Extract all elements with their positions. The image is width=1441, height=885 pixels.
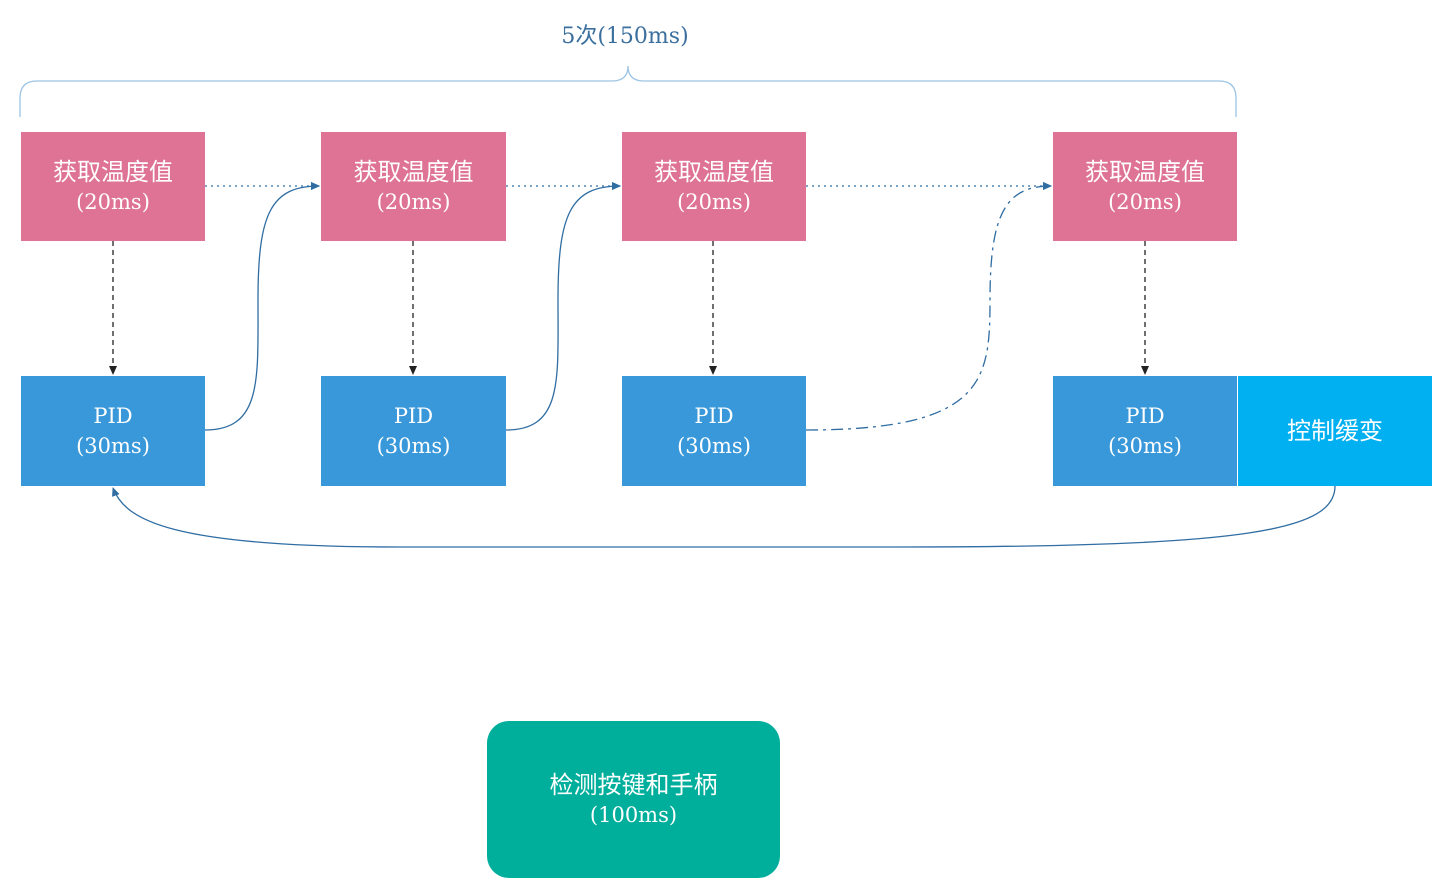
pid-node-1-time: (30ms)	[76, 434, 150, 458]
control-ramp-title: 控制缓变	[1287, 417, 1383, 445]
pid-node-2-time: (30ms)	[376, 434, 451, 458]
curve-pid3-temp4	[805, 182, 1052, 431]
curve-pid1-temp2	[204, 182, 320, 431]
temp-node-1-time: (20ms)	[76, 189, 150, 214]
temp-node-4-title: 获取温度值	[1085, 157, 1205, 186]
pid-node-2[interactable]: PID (30ms)	[321, 376, 506, 486]
temp-node-3-time: (20ms)	[677, 189, 751, 214]
pid-node-1-title: PID	[93, 404, 133, 428]
key-detect-title: 检测按键和手柄	[549, 770, 718, 799]
pid-node-4-title: PID	[1125, 404, 1165, 428]
temp-node-3-title: 获取温度值	[654, 157, 774, 186]
temp-node-2-time: (20ms)	[376, 189, 451, 214]
brace-150ms	[19, 65, 1237, 117]
temp-node-3[interactable]: 获取温度值 (20ms)	[622, 132, 806, 241]
temp-node-1[interactable]: 获取温度值 (20ms)	[21, 132, 205, 241]
key-detect-time: (100ms)	[589, 802, 678, 827]
curve-pid2-temp3	[505, 182, 621, 431]
pid-node-3[interactable]: PID (30ms)	[622, 376, 806, 486]
temp-node-1-title: 获取温度值	[53, 157, 173, 186]
pid-node-1[interactable]: PID (30ms)	[21, 376, 205, 486]
pid-node-3-title: PID	[694, 404, 734, 428]
temp-node-4[interactable]: 获取温度值 (20ms)	[1053, 132, 1237, 241]
brace-label: 5次(150ms)	[561, 24, 689, 49]
pid-node-3-time: (30ms)	[677, 434, 751, 458]
temp-node-4-time: (20ms)	[1108, 189, 1182, 214]
temp-node-2-title: 获取温度值	[353, 157, 474, 186]
key-detect-node[interactable]: 检测按键和手柄 (100ms)	[487, 721, 780, 878]
curve-control-pid1	[112, 485, 1336, 548]
pid-node-4[interactable]: PID (30ms)	[1053, 376, 1237, 486]
pid-node-4-time: (30ms)	[1108, 434, 1182, 458]
control-ramp-node[interactable]: 控制缓变	[1238, 376, 1432, 486]
temp-node-2[interactable]: 获取温度值 (20ms)	[321, 132, 506, 241]
pid-node-2-title: PID	[393, 404, 434, 428]
